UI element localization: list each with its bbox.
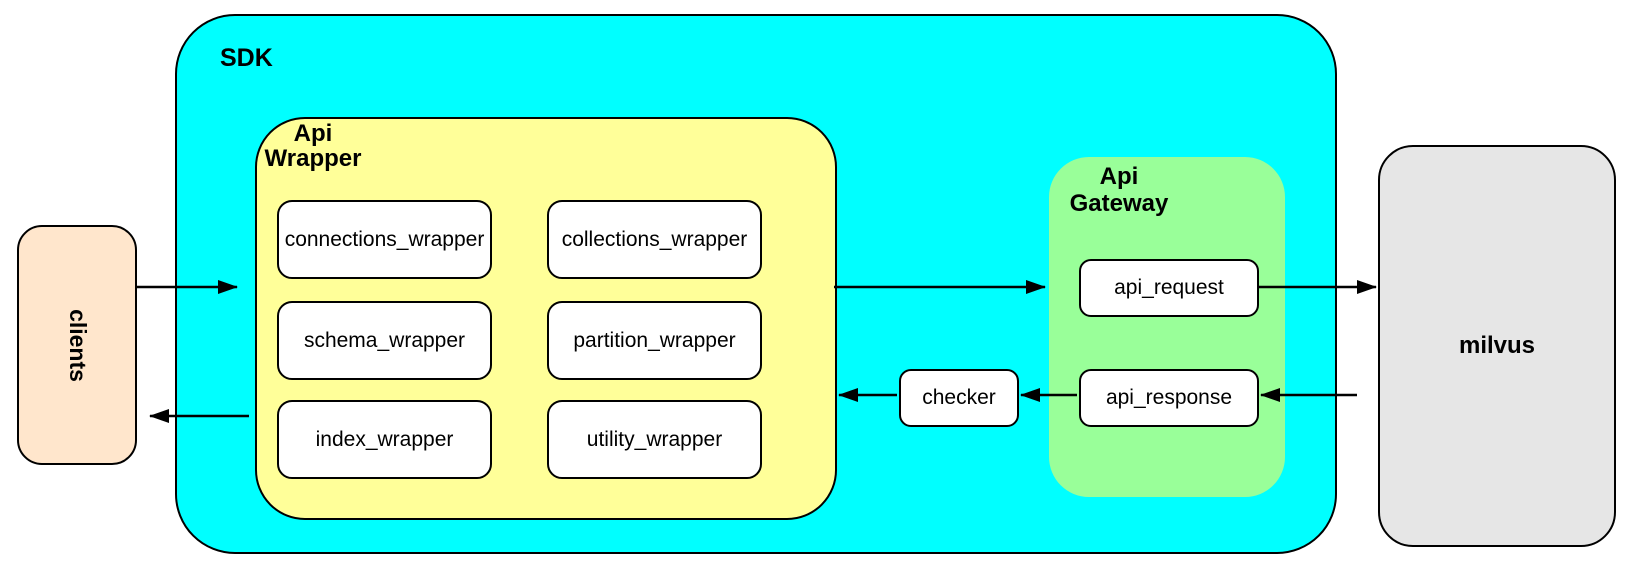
api-wrapper-label: Api Wrapper [264, 120, 362, 172]
module-utility-wrapper: utility_wrapper [547, 400, 762, 479]
sdk-label: SDK [220, 44, 273, 72]
module-connections-wrapper: connections_wrapper [277, 200, 492, 279]
api-request-box: api_request [1079, 259, 1259, 317]
module-partition-wrapper: partition_wrapper [547, 301, 762, 380]
api-wrapper-container: Api Wrapper connections_wrapper collecti… [255, 117, 837, 520]
module-collections-wrapper: collections_wrapper [547, 200, 762, 279]
api-gateway-label: Api Gateway [1069, 163, 1169, 217]
clients-label: clients [64, 308, 91, 382]
clients-box: clients [17, 225, 137, 465]
sdk-container: SDK Api Wrapper connections_wrapper coll… [175, 14, 1337, 554]
checker-box: checker [899, 369, 1019, 427]
api-response-box: api_response [1079, 369, 1259, 427]
api-gateway-container: Api Gateway api_request api_response [1049, 157, 1285, 497]
module-schema-wrapper: schema_wrapper [277, 301, 492, 380]
module-index-wrapper: index_wrapper [277, 400, 492, 479]
milvus-box: milvus [1378, 145, 1616, 547]
